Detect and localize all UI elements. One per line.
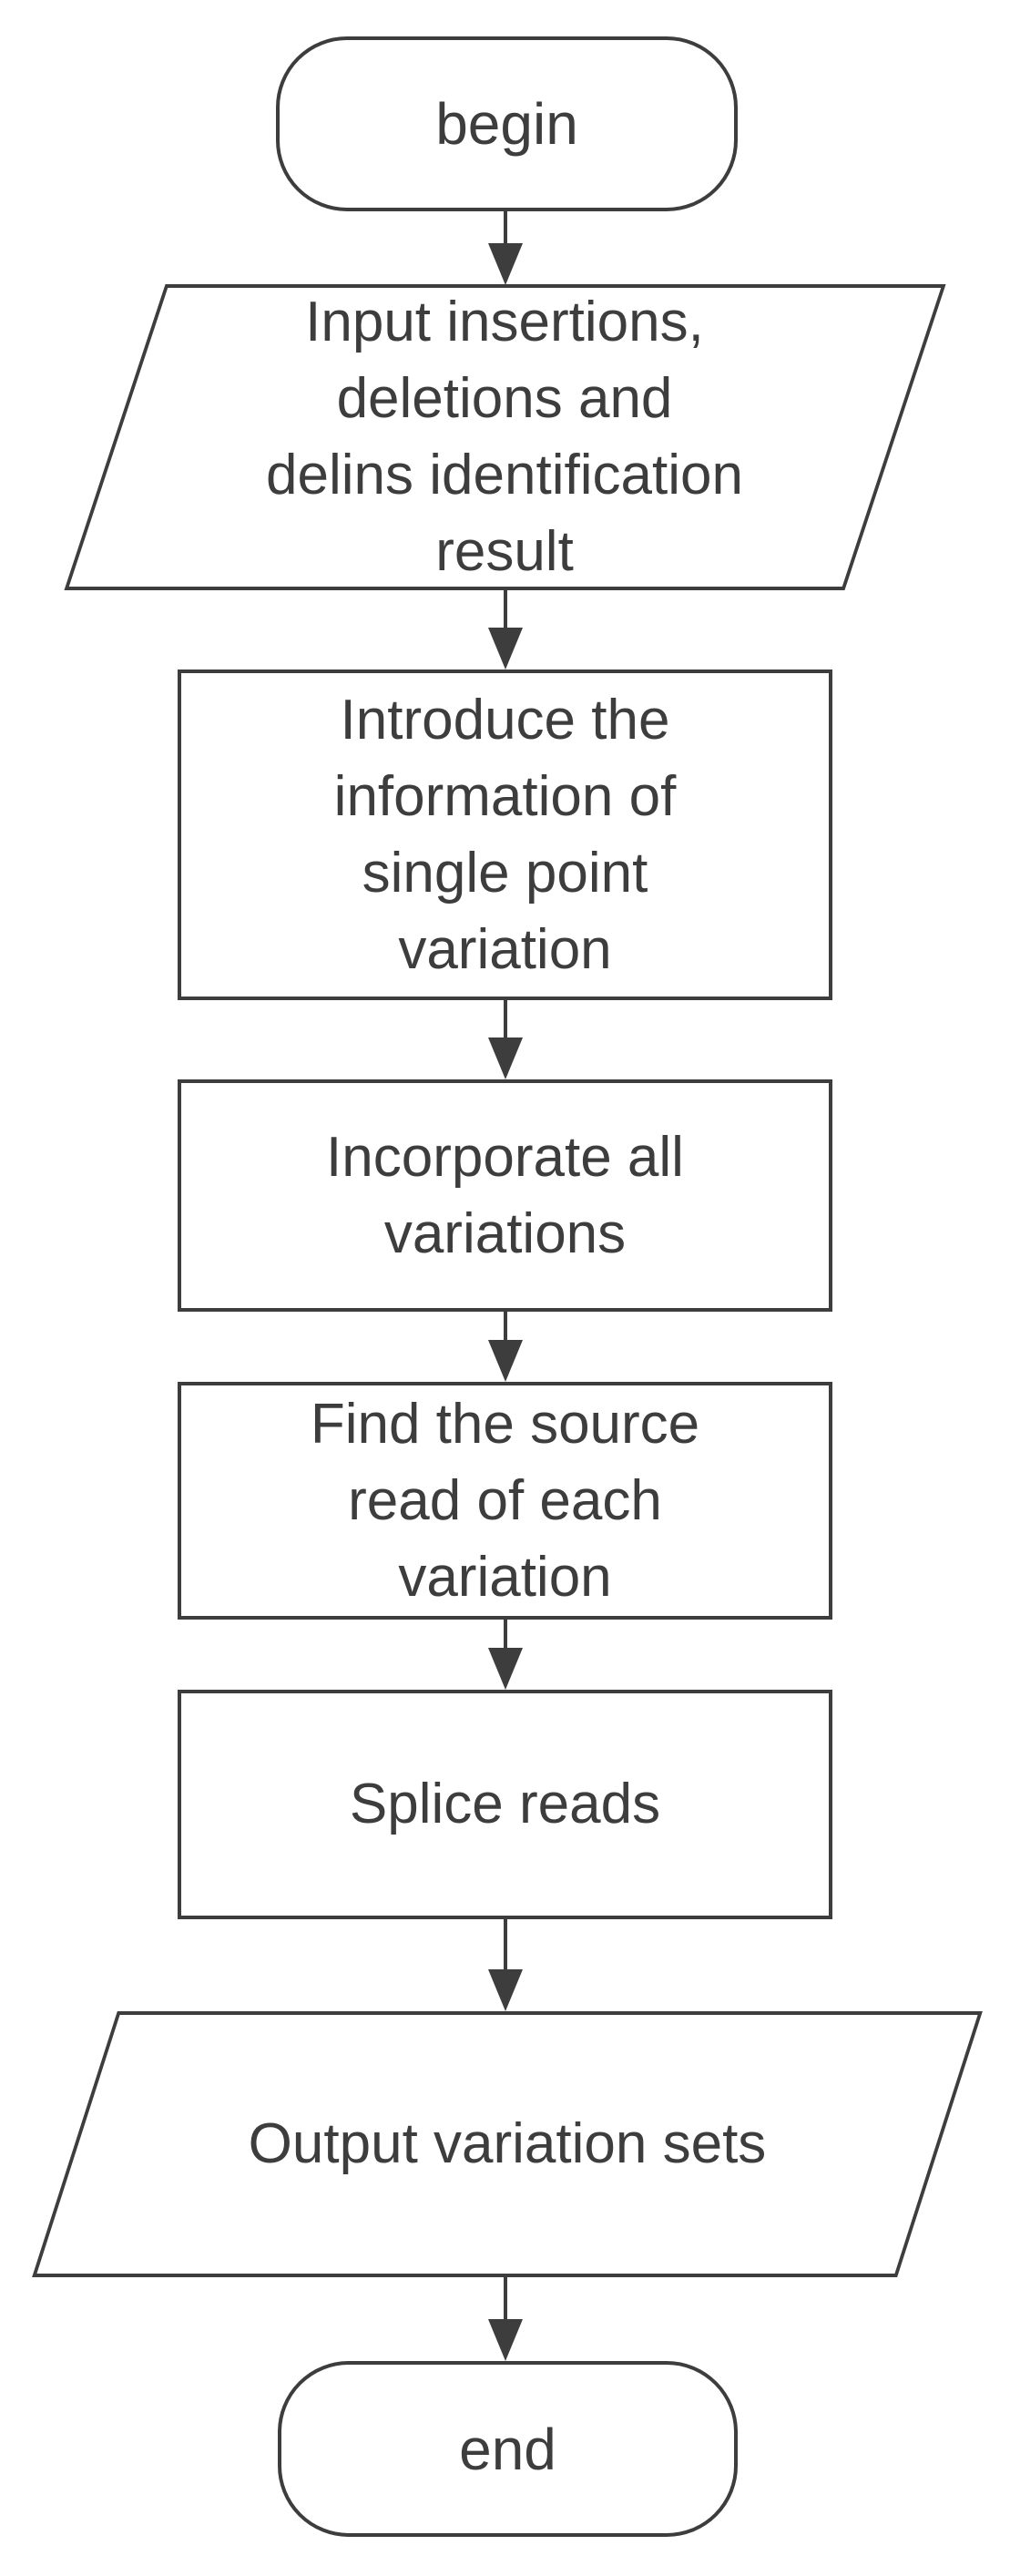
arrow-stem bbox=[504, 590, 507, 631]
arrow-splice-to-output bbox=[487, 1919, 524, 2011]
node-end: end bbox=[278, 2361, 738, 2537]
node-begin: begin bbox=[276, 36, 738, 211]
node-introduce: Introduce the information of single poin… bbox=[178, 670, 832, 1000]
arrow-stem bbox=[504, 1312, 507, 1344]
arrow-head-icon bbox=[488, 1340, 523, 1382]
node-introduce-line: Introduce the bbox=[340, 688, 670, 751]
arrow-head-icon bbox=[488, 628, 523, 670]
node-find-line: Find the source bbox=[310, 1392, 700, 1456]
node-input-line: result bbox=[435, 520, 574, 583]
arrow-stem bbox=[504, 2277, 507, 2323]
node-incorporate: Incorporate all variations bbox=[178, 1079, 832, 1312]
node-input-line: Input insertions, bbox=[305, 291, 704, 353]
node-find: Find the source read of each variation bbox=[178, 1382, 832, 1620]
arrow-find-to-splice bbox=[487, 1620, 524, 1690]
node-input-line: deletions and bbox=[336, 367, 673, 430]
arrow-output-to-end bbox=[487, 2277, 524, 2361]
arrow-head-icon bbox=[488, 243, 523, 285]
node-output-line: Output variation sets bbox=[248, 2112, 767, 2175]
arrow-head-icon bbox=[488, 1038, 523, 1079]
arrow-head-icon bbox=[488, 1969, 523, 2011]
node-splice: Splice reads bbox=[178, 1690, 832, 1919]
arrow-head-icon bbox=[488, 1648, 523, 1690]
node-introduce-line: variation bbox=[398, 917, 612, 981]
node-begin-label: begin bbox=[435, 91, 578, 157]
arrow-stem bbox=[504, 211, 507, 247]
node-introduce-line: single point bbox=[362, 841, 648, 905]
arrow-input-to-introduce bbox=[487, 590, 524, 670]
arrow-introduce-to-incorporate bbox=[487, 1000, 524, 1079]
node-input: Input insertions, deletions and delins i… bbox=[64, 284, 945, 590]
node-find-line: read of each bbox=[348, 1468, 662, 1532]
node-incorporate-line: Incorporate all bbox=[326, 1125, 684, 1189]
arrow-begin-to-input bbox=[487, 211, 524, 285]
node-splice-line: Splice reads bbox=[349, 1773, 661, 1835]
arrow-stem bbox=[504, 1620, 507, 1651]
node-find-line: variation bbox=[398, 1545, 612, 1609]
node-end-label: end bbox=[459, 2416, 556, 2482]
node-input-line: delins identification bbox=[266, 444, 743, 506]
node-output: Output variation sets bbox=[32, 2011, 983, 2277]
node-introduce-line: information of bbox=[333, 764, 677, 828]
arrow-incorporate-to-find bbox=[487, 1312, 524, 1382]
arrow-stem bbox=[504, 1919, 507, 1973]
node-incorporate-line: variations bbox=[383, 1201, 627, 1265]
arrow-head-icon bbox=[488, 2319, 523, 2361]
arrow-stem bbox=[504, 1000, 507, 1041]
